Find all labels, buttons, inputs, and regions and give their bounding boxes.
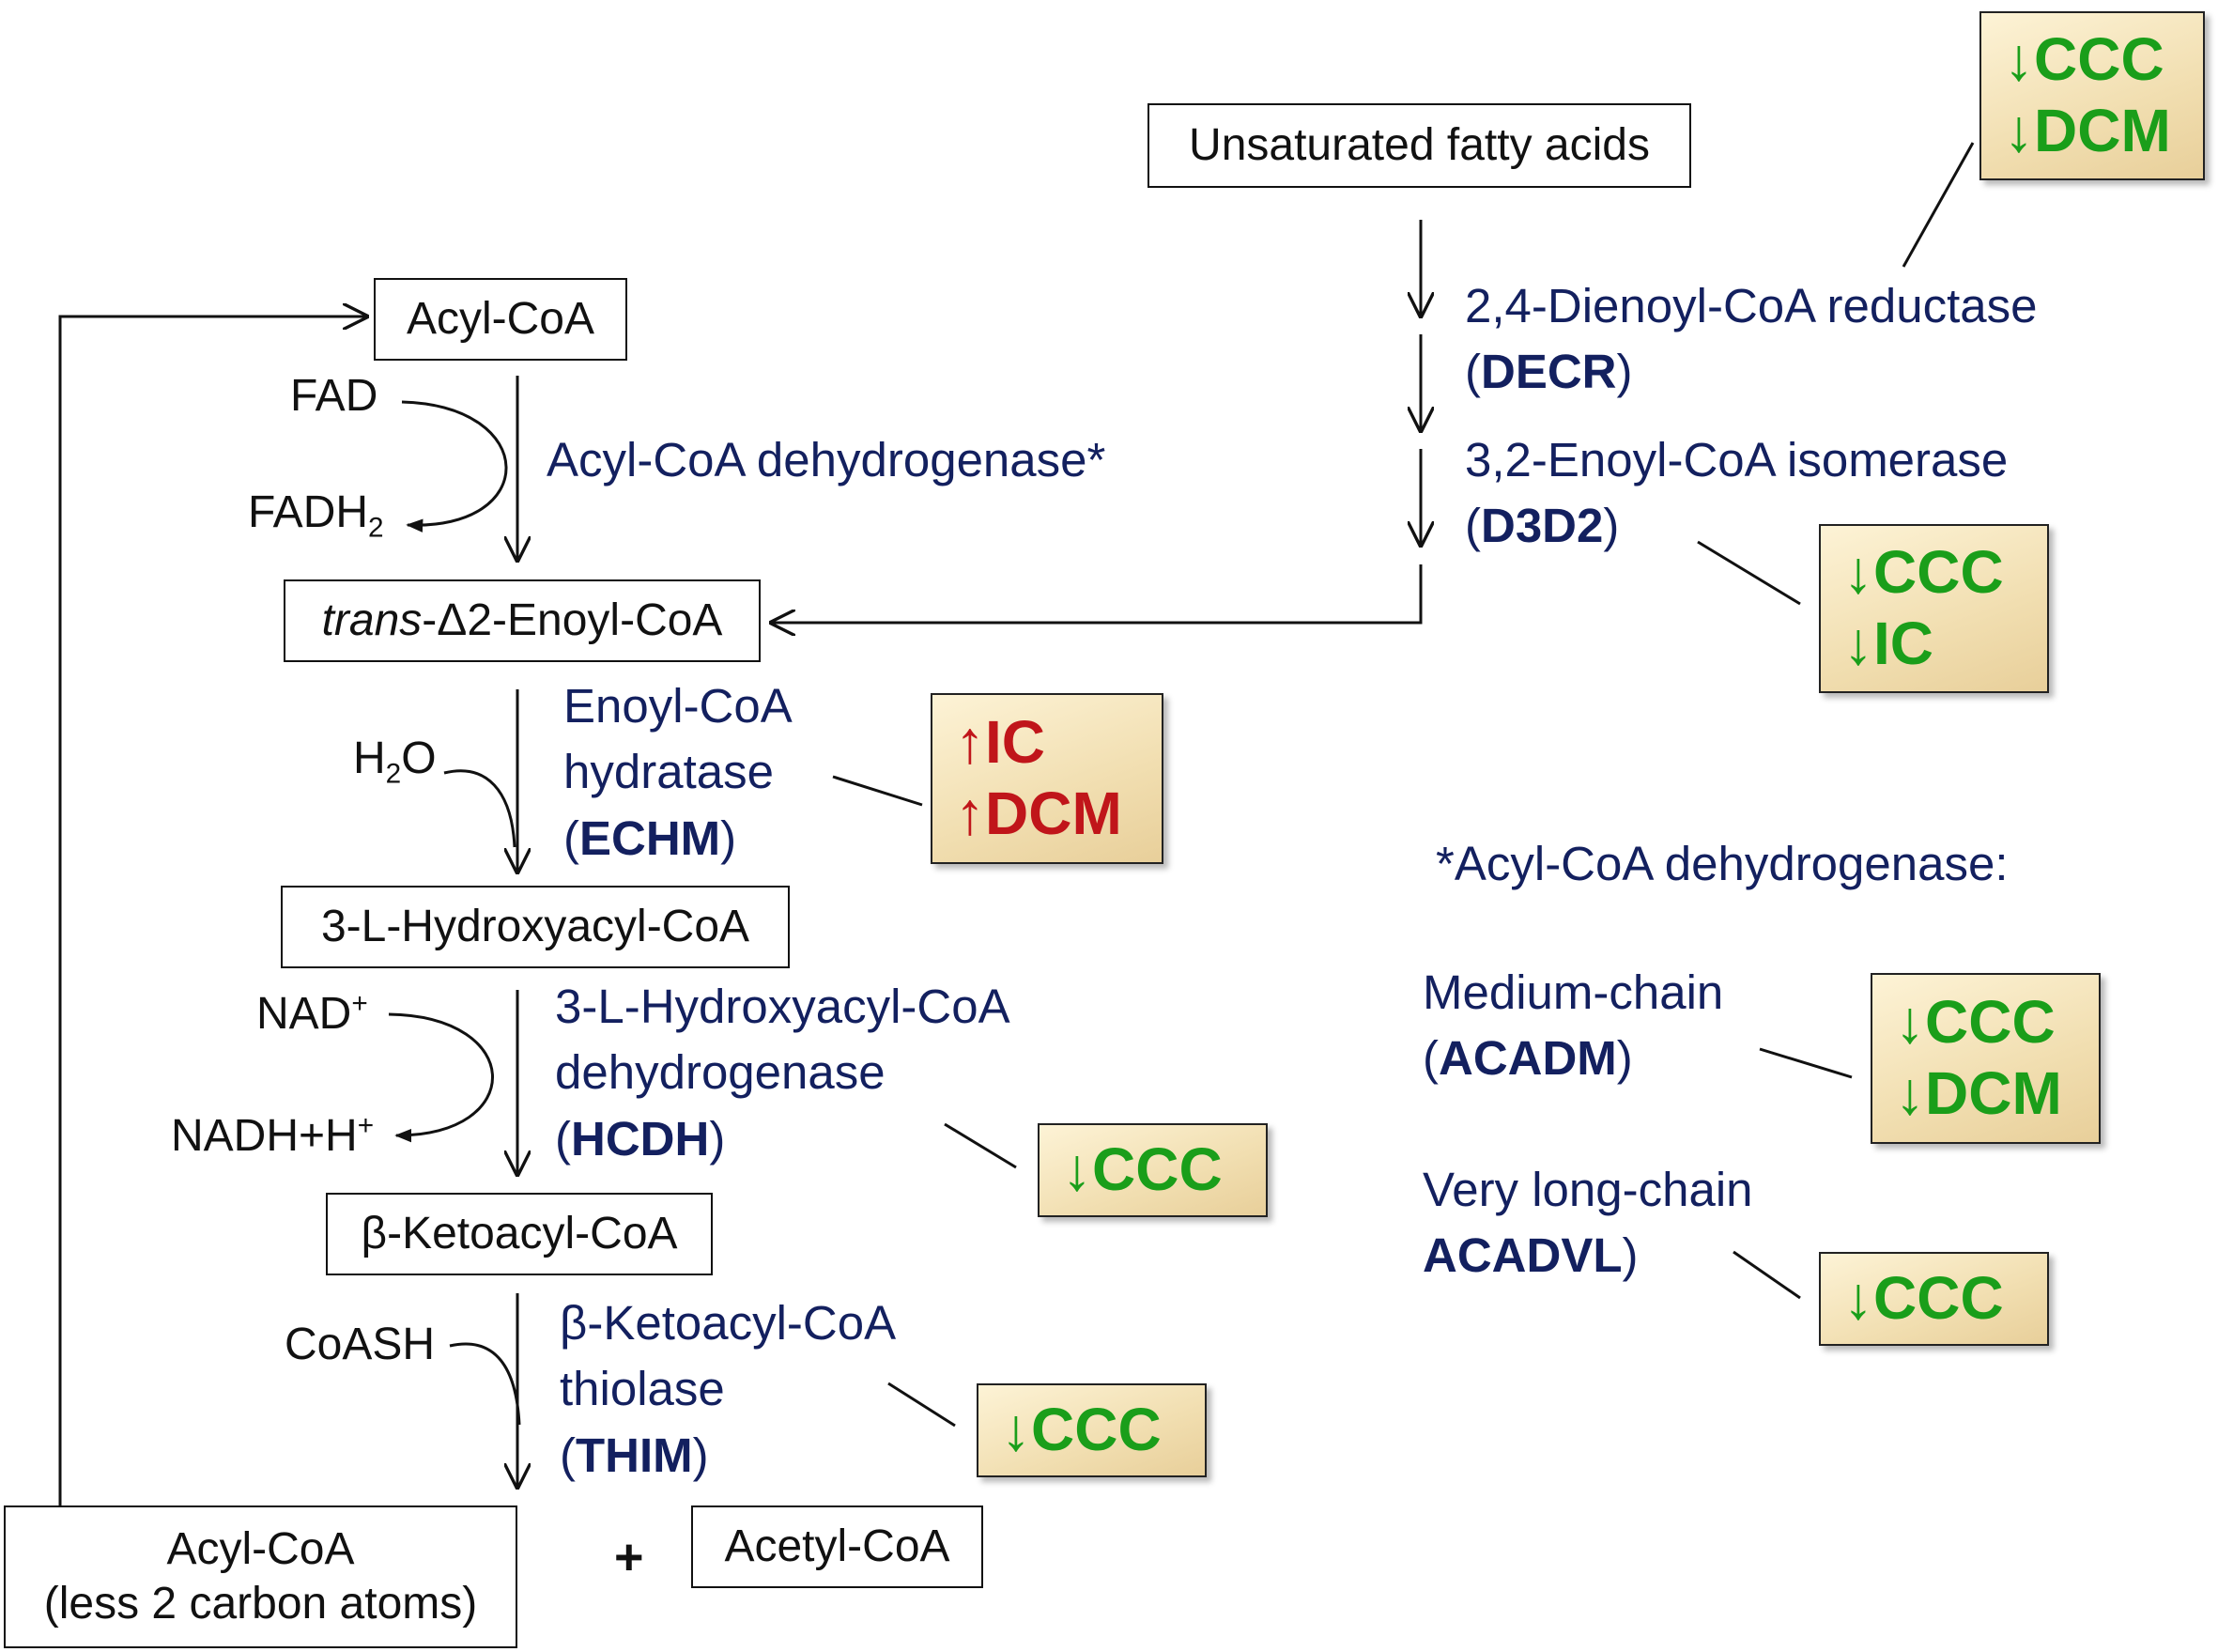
enzyme-abbr-acadvl: ACADVL [1423, 1228, 1623, 1283]
enzyme-abbr-echm: ECHM [578, 811, 721, 865]
cofactor-coash: CoASH [285, 1320, 436, 1369]
enzyme-echm: Enoyl-CoA hydratase (ECHM) [563, 679, 793, 865]
connector-decr [1902, 142, 1975, 268]
badge-acadm: ↓CCC ↓DCM [1871, 973, 2101, 1144]
badge-d3d2-ccc: ↓CCC [1843, 538, 2004, 607]
trans-prefix: trans [321, 595, 423, 645]
plus-sign: + [614, 1529, 644, 1585]
metabolite-acyl-coa: Acyl-CoA [374, 278, 627, 361]
cofactor-h2o: H2O [353, 733, 437, 790]
metabolite-acetyl-coa: Acetyl-CoA [691, 1505, 983, 1588]
cofactor-nadh: NADH+H+ [171, 1110, 375, 1161]
metabolite-unsaturated-fatty-acids: Unsaturated fatty acids [1148, 103, 1691, 188]
metabolite-hydroxyacyl-coa: 3-L-Hydroxyacyl-CoA [281, 886, 790, 968]
connector-echm [832, 775, 923, 807]
enzyme-abbr-d3d2: D3D2 [1480, 499, 1604, 553]
connector-thim [887, 1382, 956, 1428]
arrow-h2o [443, 769, 516, 848]
badge-decr-dcm: ↓DCM [2004, 97, 2171, 164]
enzyme-thim: β-Ketoacyl-CoA thiolase (THIM) [560, 1296, 897, 1482]
arrow-fad [401, 400, 508, 533]
connector-acadvl [1733, 1250, 1801, 1300]
arrow-coash [449, 1342, 521, 1426]
acad-footnote-title: *Acyl-CoA dehydrogenase: [1436, 837, 2009, 890]
badge-thim-ccc: ↓CCC [1001, 1396, 1162, 1464]
enzyme-abbr-acadm: ACADM [1438, 1031, 1617, 1086]
enzyme-acadvl: Very long-chain ACADVL) [1423, 1163, 1753, 1283]
arrow-nad [388, 1012, 494, 1143]
badge-acadvl: ↓CCC [1819, 1252, 2049, 1346]
badge-decr: ↓CCC ↓DCM [1979, 11, 2205, 180]
metabolite-ketoacyl-coa: β-Ketoacyl-CoA [326, 1193, 713, 1275]
arrow-recycle [58, 317, 366, 1506]
connector-d3d2 [1697, 540, 1801, 606]
cofactor-nad: NAD+ [256, 988, 368, 1039]
badge-d3d2-ic: ↓IC [1843, 610, 1933, 677]
enzyme-acadm: Medium-chain (ACADM) [1423, 965, 1724, 1086]
badge-d3d2: ↓CCC ↓IC [1819, 524, 2049, 693]
badge-acadm-dcm: ↓DCM [1895, 1059, 2062, 1127]
badge-hcdh: ↓CCC [1038, 1123, 1268, 1217]
enzyme-d3d2: 3,2-Enoyl-CoA isomerase (D3D2) [1465, 433, 2009, 553]
badge-echm-dcm: ↑DCM [955, 780, 1122, 847]
enzyme-hcdh: 3-L-Hydroxyacyl-CoA dehydrogenase (HCDH) [555, 980, 1010, 1166]
enzyme-abbr-hcdh: HCDH [570, 1111, 710, 1166]
arrow-to-enoyl [772, 564, 1423, 623]
connector-acadm [1759, 1047, 1853, 1079]
cofactor-fadh2: FADH2 [248, 487, 384, 544]
cofactor-fad: FAD [290, 371, 378, 421]
connector-hcdh [944, 1122, 1017, 1169]
enzyme-acyl-coa-dehydrogenase: Acyl-CoA dehydrogenase* [547, 433, 1106, 486]
enzyme-abbr-thim: THIM [575, 1428, 693, 1482]
badge-thim: ↓CCC [977, 1383, 1207, 1477]
badge-echm: ↑IC ↑DCM [931, 693, 1163, 864]
badge-decr-ccc: ↓CCC [2004, 25, 2164, 94]
metabolite-trans-enoyl-coa: trans-Δ2-Enoyl-CoA [284, 579, 761, 662]
metabolite-acyl-coa-shortened: Acyl-CoA (less 2 carbon atoms) [4, 1505, 517, 1648]
enzyme-decr: 2,4-Dienoyl-CoA reductase (DECR) [1465, 279, 2038, 399]
badge-acadm-ccc: ↓CCC [1895, 988, 2056, 1057]
badge-hcdh-ccc: ↓CCC [1062, 1135, 1223, 1204]
enzyme-abbr-decr: DECR [1480, 345, 1617, 399]
badge-acadvl-ccc: ↓CCC [1843, 1264, 2004, 1333]
badge-echm-ic: ↑IC [955, 708, 1045, 777]
